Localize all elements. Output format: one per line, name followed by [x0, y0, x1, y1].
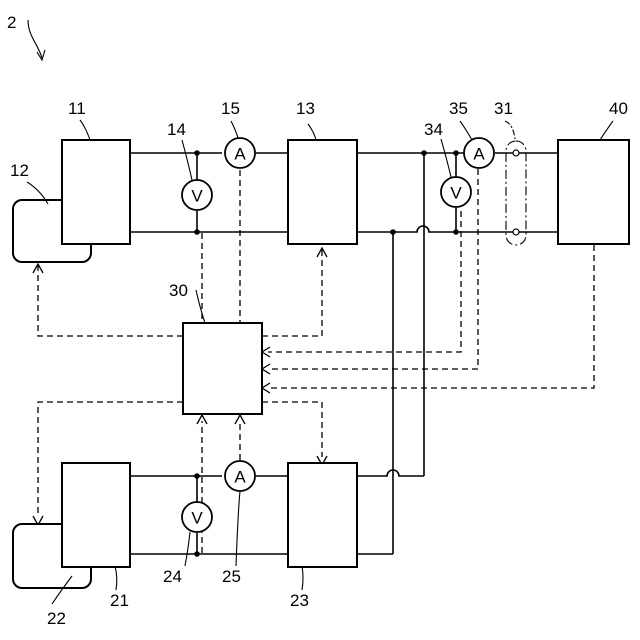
block-13 — [288, 140, 357, 244]
ammeter-35-symbol: A — [473, 145, 485, 164]
label-24: 24 — [163, 567, 182, 586]
ammeter-15: A — [225, 138, 255, 168]
label-35: 35 — [449, 99, 468, 118]
label-12: 12 — [10, 161, 29, 180]
label-11: 11 — [68, 99, 86, 118]
label-25: 25 — [222, 567, 241, 586]
voltmeter-24: V — [182, 502, 212, 532]
block-23 — [288, 463, 357, 567]
ammeter-35: A — [464, 138, 494, 168]
label-40: 40 — [609, 99, 628, 118]
block-21 — [62, 463, 130, 567]
label-31: 31 — [494, 99, 513, 118]
figure-label: 2 — [7, 13, 16, 32]
label-22: 22 — [47, 609, 66, 628]
label-15: 15 — [221, 99, 240, 118]
voltmeter-24-symbol: V — [191, 509, 203, 528]
voltmeter-14: V — [182, 180, 212, 210]
label-34: 34 — [424, 120, 443, 139]
voltmeter-14-symbol: V — [191, 187, 203, 206]
ammeter-25-symbol: A — [234, 468, 246, 487]
block-11 — [62, 140, 130, 244]
block-30 — [183, 323, 262, 414]
label-14: 14 — [167, 120, 186, 139]
ammeter-25: A — [225, 461, 255, 491]
voltmeter-34: V — [441, 177, 471, 207]
label-13: 13 — [296, 99, 315, 118]
ammeter-15-symbol: A — [234, 145, 246, 164]
block-40 — [558, 140, 629, 244]
voltmeter-34-symbol: V — [450, 184, 462, 203]
connector-31 — [506, 141, 526, 245]
label-30: 30 — [169, 281, 188, 300]
label-23: 23 — [290, 591, 309, 610]
label-21: 21 — [110, 591, 129, 610]
